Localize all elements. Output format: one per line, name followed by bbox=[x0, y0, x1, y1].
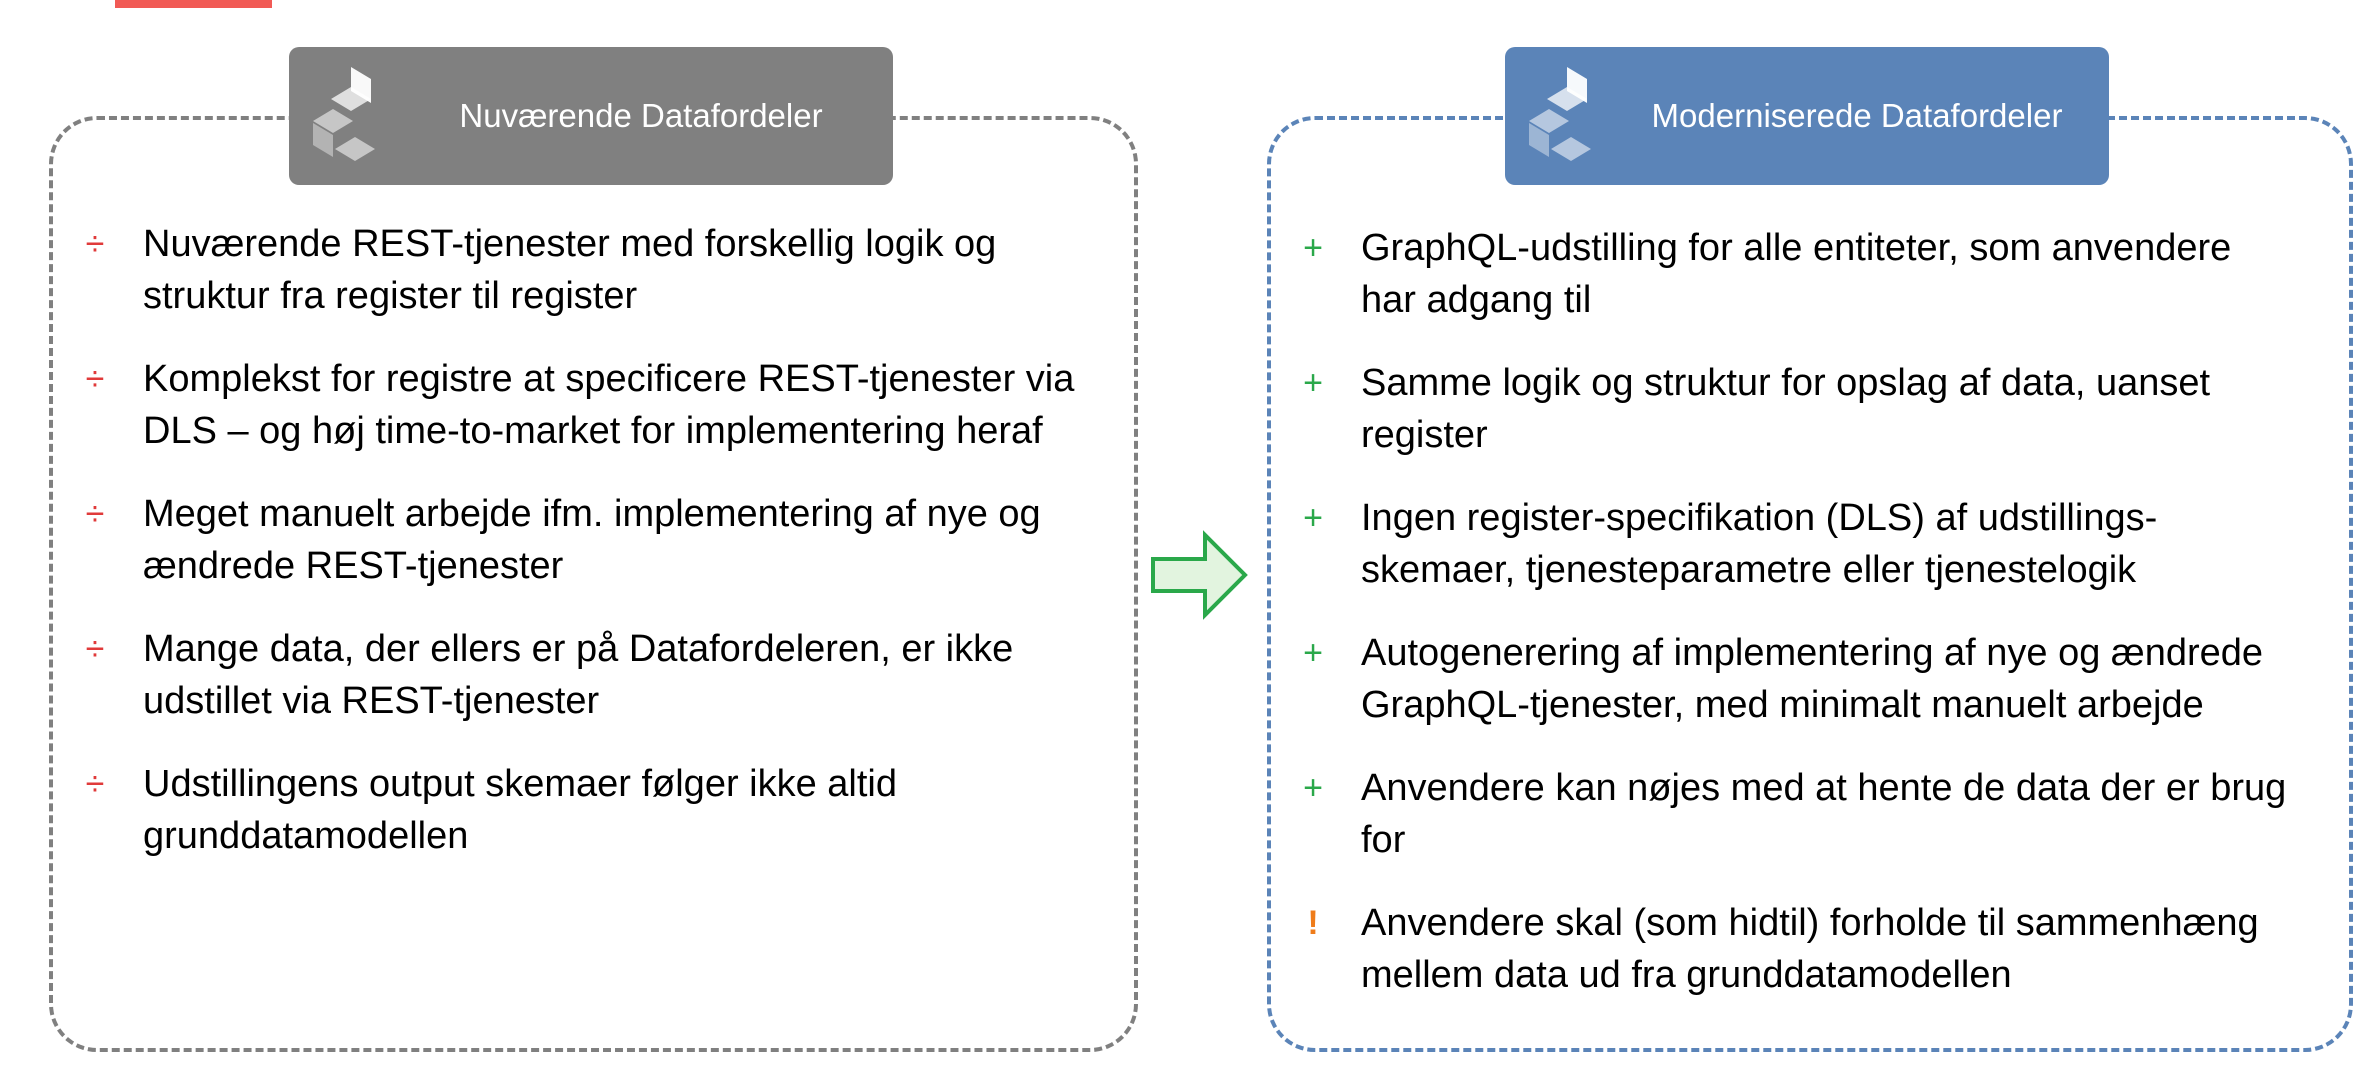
list-item: ÷ Komplekst for registre at specificere R… bbox=[80, 353, 1120, 457]
list-item: ÷ Udstillingens output skemaer følger ikk… bbox=[80, 758, 1120, 862]
bullet-marker: ÷ bbox=[85, 630, 105, 668]
list-item: ÷ Mange data, der ellers er på Datafordel… bbox=[80, 623, 1120, 727]
item-text-line: Ingen register-specifikation (DLS) af ud… bbox=[1361, 497, 2158, 539]
bullet-marker: ! bbox=[1307, 904, 1319, 942]
panel-title: Nuværende Datafordeler bbox=[459, 97, 823, 134]
item-text-line: Udstillingens output skemaer følger ikke… bbox=[143, 763, 898, 805]
list-item: + Ingen register-specifikation (DLS) af u… bbox=[1298, 492, 2338, 596]
datafordeler-logo-icon bbox=[1529, 67, 1591, 161]
panel-title: Moderniserede Datafordeler bbox=[1651, 97, 2063, 134]
modernized-datafordeler-header: Moderniserede Datafordeler bbox=[1505, 47, 2109, 185]
item-text-line: DLS – og høj time-to-market for implemen… bbox=[143, 410, 1043, 452]
item-text-line: Samme logik og struktur for opslag af da… bbox=[1361, 362, 2211, 404]
right-arrow-icon bbox=[1151, 530, 1248, 620]
bullet-marker: + bbox=[1303, 499, 1323, 537]
item-text-line: ændrede REST-tjenester bbox=[143, 545, 564, 587]
item-text-line: mellem data ud fra grunddatamodellen bbox=[1361, 954, 2012, 996]
current-datafordeler-header: Nuværende Datafordeler bbox=[289, 47, 893, 185]
bullet-marker: + bbox=[1303, 634, 1323, 672]
current-issues-list: ÷ Nuværende REST-tjenester med forskellig… bbox=[80, 218, 1120, 893]
item-text-line: struktur fra register til register bbox=[143, 275, 638, 317]
datafordeler-logo-icon bbox=[313, 67, 375, 161]
item-text-line: Anvendere skal (som hidtil) forholde til… bbox=[1361, 902, 2259, 944]
bullet-marker: + bbox=[1303, 769, 1323, 807]
bullet-marker: + bbox=[1303, 364, 1323, 402]
bullet-marker: ÷ bbox=[85, 495, 105, 533]
item-text-line: Nuværende REST-tjenester med forskellig … bbox=[143, 223, 997, 265]
list-item: ÷ Nuværende REST-tjenester med forskellig… bbox=[80, 218, 1120, 322]
item-text-line: Anvendere kan nøjes med at hente de data… bbox=[1361, 767, 2287, 809]
list-item: + Autogenerering af implementering af nye… bbox=[1298, 627, 2338, 731]
item-text-line: skemaer, tjenesteparametre eller tjenest… bbox=[1361, 549, 2137, 591]
item-text-line: GraphQL-tjenester, med minimalt manuelt … bbox=[1361, 684, 2204, 726]
list-item: + Samme logik og struktur for opslag af d… bbox=[1298, 357, 2338, 461]
list-item: ÷ Meget manuelt arbejde ifm. implementeri… bbox=[80, 488, 1120, 592]
item-text-line: GraphQL-udstilling for alle entiteter, s… bbox=[1361, 227, 2232, 269]
accent-bar bbox=[115, 0, 272, 8]
item-text-line: Autogenerering af implementering af nye … bbox=[1361, 632, 2264, 674]
bullet-marker: ÷ bbox=[85, 360, 105, 398]
item-text-line: for bbox=[1361, 819, 1406, 861]
modernized-benefits-list: + GraphQL-udstilling for alle entiteter, … bbox=[1298, 222, 2338, 1032]
item-text-line: Meget manuelt arbejde ifm. implementerin… bbox=[143, 493, 1041, 535]
item-text-line: Komplekst for registre at specificere RE… bbox=[143, 358, 1075, 400]
item-text-line: Mange data, der ellers er på Datafordele… bbox=[143, 628, 1014, 670]
list-item: + GraphQL-udstilling for alle entiteter, … bbox=[1298, 222, 2338, 326]
list-item: ! Anvendere skal (som hidtil) forholde ti… bbox=[1298, 897, 2338, 1001]
list-item: + Anvendere kan nøjes med at hente de dat… bbox=[1298, 762, 2338, 866]
bullet-marker: ÷ bbox=[85, 765, 105, 803]
item-text-line: har adgang til bbox=[1361, 279, 1592, 321]
bullet-marker: + bbox=[1303, 229, 1323, 267]
item-text-line: udstillet via REST-tjenester bbox=[143, 680, 600, 722]
item-text-line: grunddatamodellen bbox=[143, 815, 469, 857]
item-text-line: register bbox=[1361, 414, 1488, 456]
bullet-marker: ÷ bbox=[85, 225, 105, 263]
